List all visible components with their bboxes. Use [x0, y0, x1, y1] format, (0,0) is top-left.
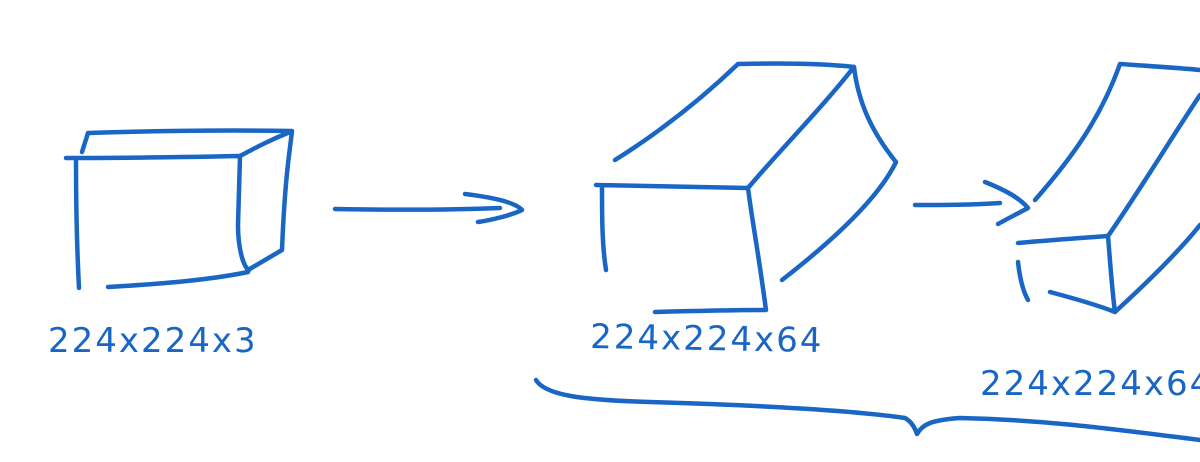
grouping-brace [533, 377, 1200, 443]
block1-label: 224x224x3 [48, 321, 258, 361]
block1-back-edge [237, 129, 293, 159]
block2-top-face [612, 61, 857, 191]
arrow-1 [332, 191, 525, 225]
block2-side-face [779, 64, 899, 283]
block3-front-face [1015, 233, 1118, 315]
block3-label: 224x224x64 [980, 364, 1200, 404]
block3-side-edge [1112, 222, 1200, 315]
block3-top-face [1032, 61, 1200, 239]
conv-volume-block [593, 61, 899, 315]
block1-top-face [79, 128, 295, 273]
arrow-2 [912, 179, 1031, 227]
second-conv-volume-block [1015, 61, 1200, 315]
block2-label: 224x224x64 [590, 317, 824, 361]
block1-front-face [63, 153, 252, 291]
input-volume-block [63, 128, 295, 291]
block2-front-face [593, 182, 769, 315]
